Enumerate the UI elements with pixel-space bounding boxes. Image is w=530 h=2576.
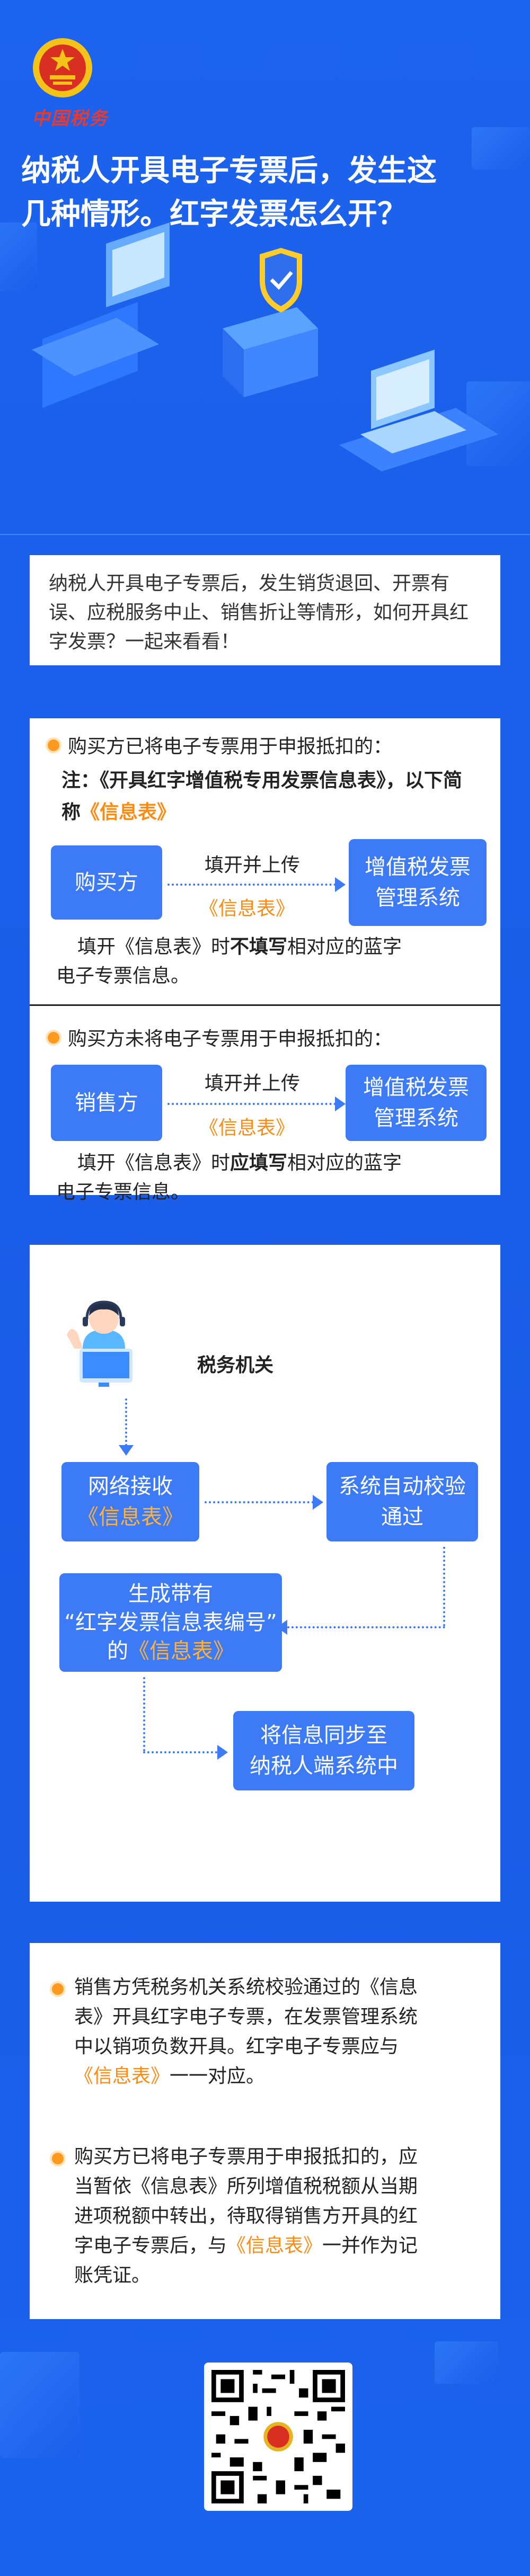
bullet-dot-icon: [52, 1983, 64, 1995]
note1-line4-post: 一一对应。: [170, 2065, 266, 2087]
page-title: 纳税人开具电子专票后，发生这 几种情形。红字发票怎么开？: [21, 149, 509, 236]
note2: 购买方已将电子专票用于申报抵扣的，应 当暂依《信息表》所列增值税税额从当期 进项…: [74, 2142, 488, 2290]
qr-code[interactable]: [204, 2363, 352, 2511]
tax-emblem-icon: [33, 38, 92, 97]
remark-post: 相对应的蓝字: [287, 936, 402, 958]
note1-line1: 销售方凭税务机关系统校验通过的《信息: [74, 1976, 418, 1998]
scenario1-heading: 购买方已将电子专票用于申报抵扣的：: [68, 736, 393, 757]
note1-line4-hl: 《信息表》: [74, 2065, 170, 2087]
flow-action-label: 填开并上传: [205, 854, 301, 876]
intro-panel: 纳税人开具电子专票后，发生销货退回、开票有误、应税服务中止、销售折让等情形，如何…: [30, 555, 500, 665]
remark-pre: 填开《信息表》时: [77, 1152, 231, 1174]
bullet-dot-icon: [48, 1032, 59, 1044]
flow-arrow: [143, 1677, 145, 1751]
tax-authority-flow-panel: 税务机关 网络接收 《信息表》 系统自动校验 通过 生成带有 “红字发票信息表编…: [30, 1245, 500, 1902]
note-highlight: 《信息表》: [81, 801, 176, 823]
flow-arrow: [443, 1547, 445, 1626]
scenario1-remark: 填开《信息表》时不填写相对应的蓝字 电子专票信息。: [56, 932, 480, 991]
decor-cube: [0, 222, 37, 291]
intro-text: 纳税人开具电子专票后，发生销货退回、开票有误、应税服务中止、销售折让等情形，如何…: [49, 573, 469, 653]
note2-line4-pre: 字电子专票后，与: [74, 2235, 227, 2257]
scenario-separator: [30, 1004, 500, 1006]
step3-line1: 生成带有: [128, 1582, 213, 1606]
vat-system-line2: 管理系统: [374, 1106, 458, 1130]
title-line-1: 纳税人开具电子专票后，发生这: [21, 154, 437, 188]
arrow-right-icon: [335, 1097, 346, 1111]
title-line-2: 几种情形。红字发票怎么开？: [21, 197, 407, 231]
step4-line1: 将信息同步至: [260, 1723, 387, 1748]
brand-wordmark: 中国税务: [32, 108, 108, 129]
remark-bold: 不填写: [230, 936, 288, 958]
note1-line3: 中以销项负数开具。红字电子专票应与: [74, 2036, 399, 2057]
flow-arrow: [287, 1626, 445, 1628]
decor-cube: [435, 2341, 498, 2384]
step2-line1: 系统自动校验: [339, 1474, 466, 1499]
bullet-dot-icon: [52, 2153, 64, 2164]
flow-arrow: [167, 1103, 336, 1105]
scenario2-heading: 购买方未将电子专票用于申报抵扣的：: [68, 1028, 393, 1050]
arrow-right-icon: [217, 1745, 228, 1760]
flow-arrow: [205, 1501, 314, 1503]
decor-cube: [472, 127, 530, 170]
arrow-down-icon: [119, 1445, 134, 1456]
note2-line1: 购买方已将电子专票用于申报抵扣的，应: [74, 2146, 418, 2168]
remark-line2: 电子专票信息。: [56, 1181, 190, 1203]
flow-action-label: 填开并上传: [205, 1073, 301, 1094]
flow-action-item: 《信息表》: [199, 898, 295, 920]
buyer-box: 购买方: [51, 845, 162, 920]
flow-arrow: [125, 1398, 127, 1446]
tax-agency-label: 税务机关: [197, 1354, 274, 1376]
scenario1-note: 注：《开具红字增值税专用发票信息表》，以下简称《信息表》: [61, 765, 475, 828]
laptop-icon: [339, 350, 498, 471]
remark-bold: 应填写: [230, 1152, 288, 1174]
monitor-icon: [32, 222, 170, 408]
flow-step-receive: 网络接收 《信息表》: [61, 1462, 199, 1541]
bullet-dot-icon: [48, 739, 59, 751]
note-prefix: 注：《开具红字增值税专用发票信息表》，以下简称: [61, 770, 463, 823]
flow-step-generate: 生成带有 “红字发票信息表编号” 的《信息表》: [59, 1573, 282, 1672]
flow-arrow: [167, 884, 336, 886]
note2-line5: 账凭证。: [74, 2265, 151, 2286]
step4-line2: 纳税人端系统中: [250, 1754, 398, 1778]
section-divider: [0, 534, 530, 535]
note2-line3: 进项税额中转出，待取得销售方开具的红: [74, 2205, 418, 2227]
step2-line2: 通过: [381, 1505, 423, 1529]
note1-line2: 表》开具红字电子专票，在发票管理系统: [74, 2006, 418, 2028]
step1-line2: 《信息表》: [77, 1505, 183, 1529]
remark-pre: 填开《信息表》时: [77, 936, 231, 958]
remark-post: 相对应的蓝字: [287, 1152, 402, 1174]
flow-arrow: [143, 1751, 217, 1753]
arrow-right-icon: [313, 1495, 323, 1510]
note1: 销售方凭税务机关系统校验通过的《信息 表》开具红字电子专票，在发票管理系统 中以…: [74, 1973, 488, 2091]
scenario2-remark: 填开《信息表》时应填写相对应的蓝字 电子专票信息。: [56, 1148, 480, 1207]
hero-illustration: [32, 222, 498, 471]
note2-line4-hl: 《信息表》: [227, 2235, 323, 2257]
note2-line2: 当暂依《信息表》所列增值税税额从当期: [74, 2176, 418, 2197]
step3-line3-pre: 的: [107, 1639, 128, 1663]
seller-box: 销售方: [51, 1065, 162, 1141]
flow-step-sync: 将信息同步至 纳税人端系统中: [233, 1711, 414, 1790]
shield-check-icon: [223, 248, 318, 397]
step3-line2: “红字发票信息表编号”: [64, 1610, 277, 1635]
scenario-panel: 购买方已将电子专票用于申报抵扣的： 注：《开具红字增值税专用发票信息表》，以下简…: [30, 718, 500, 1203]
note2-line4-post: 一并作为记: [322, 2235, 418, 2257]
qr-code-icon: [211, 2370, 345, 2503]
decor-cube: [0, 2352, 80, 2458]
arrow-right-icon: [335, 877, 346, 892]
vat-system-line1: 增值税发票: [365, 855, 471, 879]
vat-system-box: 增值税发票 管理系统: [349, 839, 487, 926]
step1-line1: 网络接收: [88, 1474, 173, 1499]
vat-system-line2: 管理系统: [375, 886, 460, 910]
notes-panel: 销售方凭税务机关系统校验通过的《信息 表》开具红字电子专票，在发票管理系统 中以…: [30, 1943, 500, 2319]
remark-line2: 电子专票信息。: [56, 965, 190, 987]
customer-service-agent-icon: [67, 1300, 132, 1387]
flow-step-verify: 系统自动校验 通过: [326, 1462, 478, 1541]
vat-system-line1: 增值税发票: [363, 1075, 469, 1100]
step3-line3-hl: 《信息表》: [128, 1639, 234, 1663]
vat-system-box: 增值税发票 管理系统: [346, 1065, 487, 1141]
step3-line3: 的《信息表》: [107, 1637, 234, 1665]
flow-action-item: 《信息表》: [199, 1117, 295, 1139]
